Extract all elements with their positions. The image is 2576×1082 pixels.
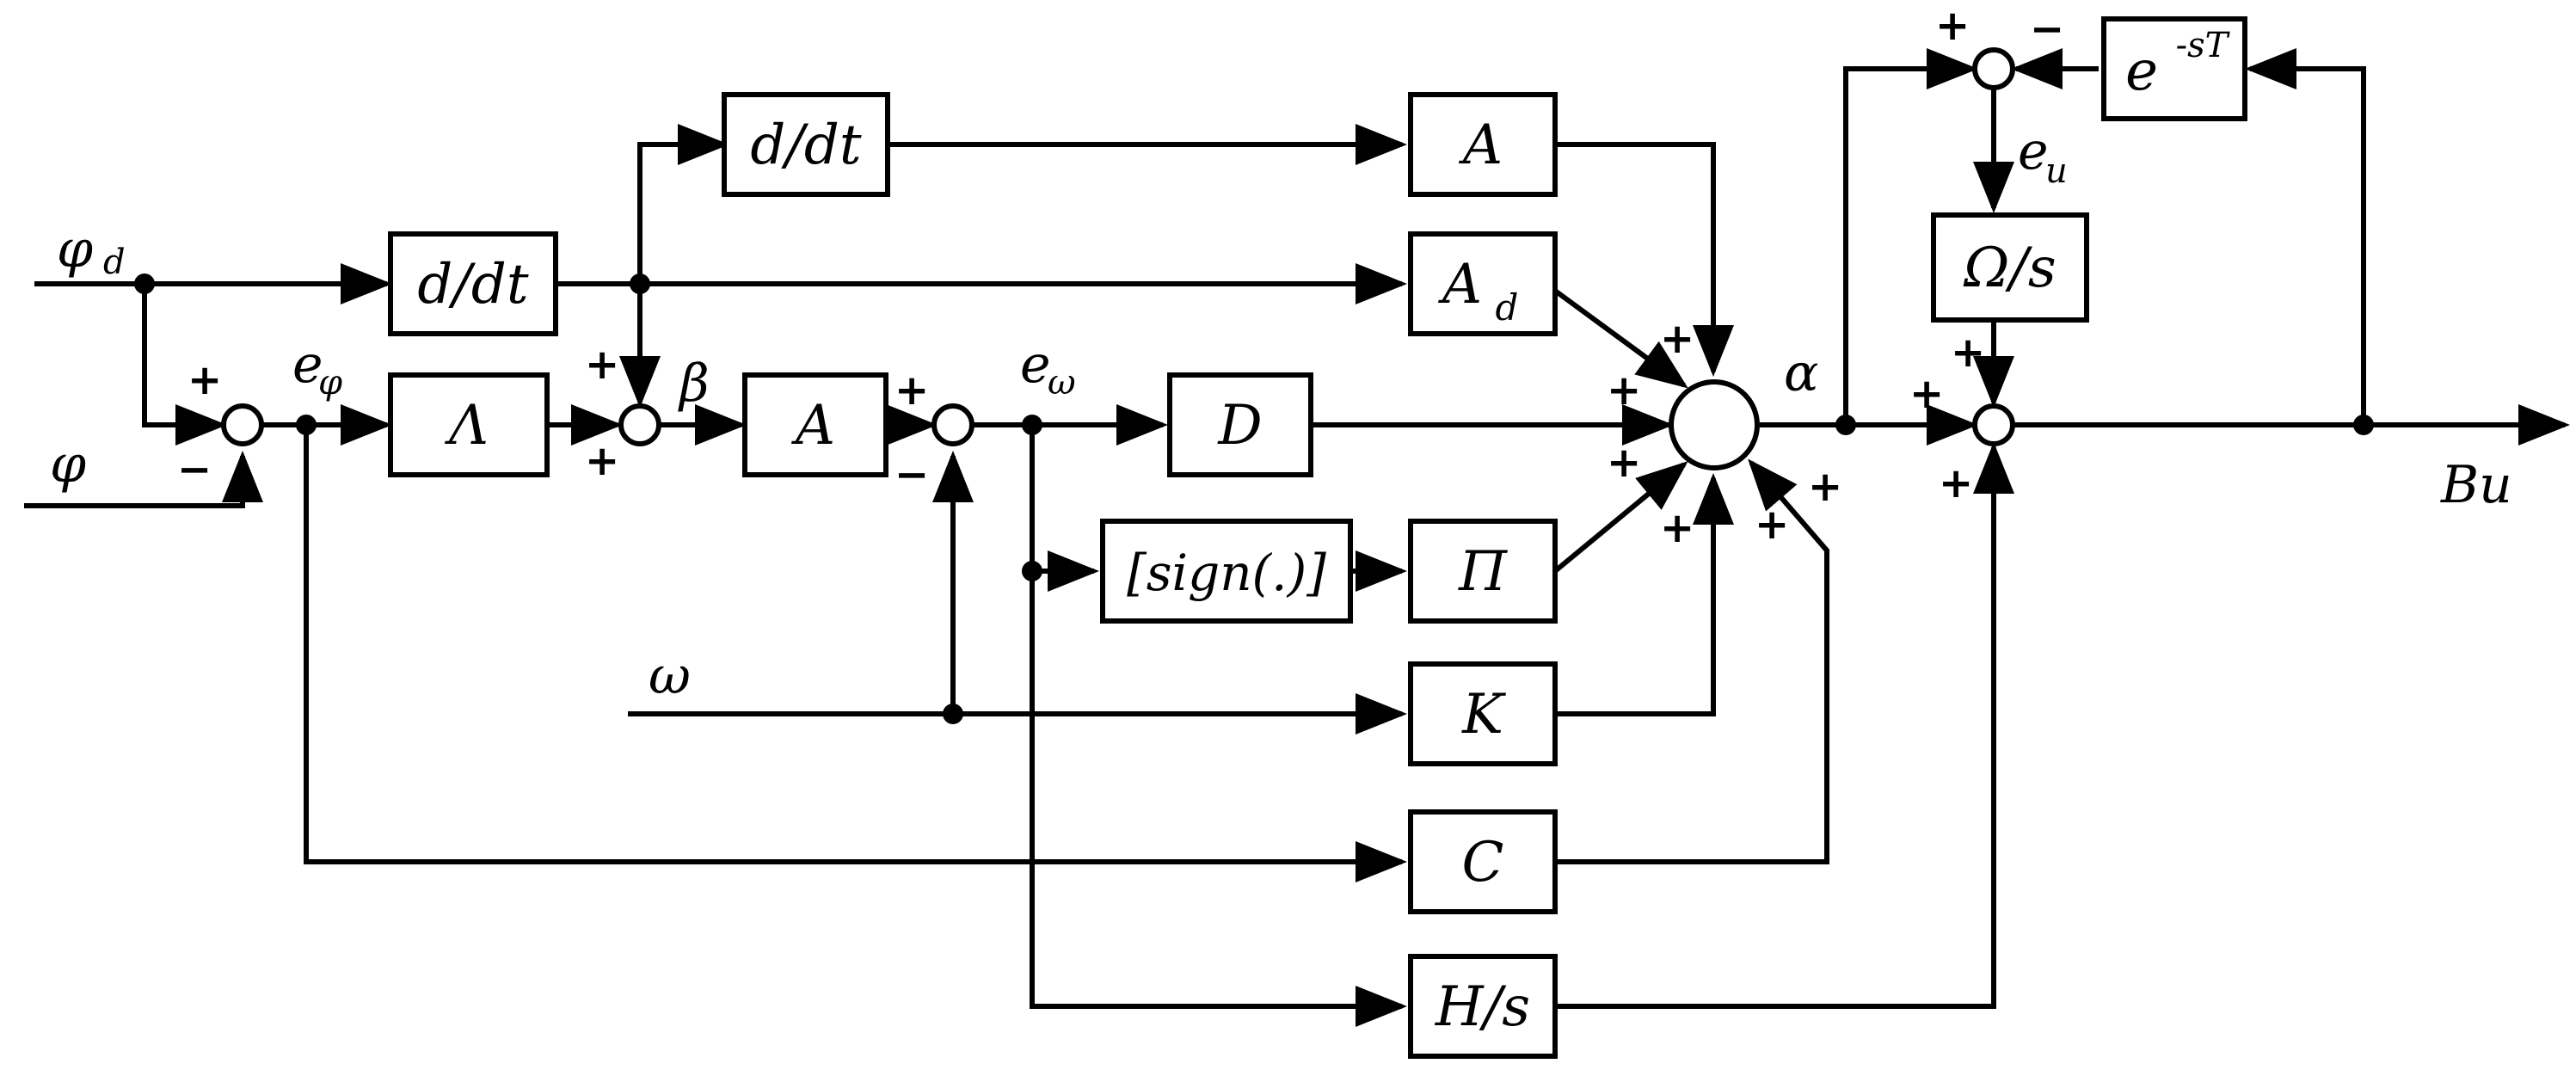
junction-phi-d <box>134 274 155 294</box>
junction-e-omega <box>1022 415 1042 435</box>
sign-sum1-plus: + <box>188 356 222 404</box>
phi-to-sum1-line <box>24 451 263 508</box>
label-alpha: α <box>1784 343 1819 403</box>
junction-omega <box>943 704 963 724</box>
signal-labels: φ d φ e φ β e ω ω α e u Bu <box>50 121 2512 706</box>
block-lambda-label: Λ <box>445 394 489 458</box>
sign-sum4-plus-top: + <box>1951 329 1985 377</box>
summing-junctions <box>221 47 2015 470</box>
sign-bigsum-plus-ad: + <box>1660 315 1694 363</box>
sign-sum2-plus-bottom: + <box>585 437 619 485</box>
label-e-phi-subscript: φ <box>318 363 342 403</box>
block-pi: Π <box>1408 519 1558 624</box>
junction-e-omega-sign <box>1022 561 1042 581</box>
sum-junction-error-u <box>1972 47 2015 90</box>
block-pi-label: Π <box>1458 540 1508 604</box>
label-e-omega: e <box>1020 335 1051 395</box>
label-phi: φ <box>50 434 86 495</box>
block-delay-base: e <box>2125 40 2158 103</box>
block-ad: A d <box>1408 231 1558 336</box>
block-ddt-top-label: d/dt <box>750 114 862 177</box>
block-d-label: D <box>1217 394 1262 458</box>
block-ad-label: A <box>1438 253 1482 317</box>
sign-sum1-minus: − <box>177 446 212 494</box>
ephi-to-c-line <box>304 425 1407 882</box>
ad-to-bigsum-line <box>1553 288 1688 389</box>
block-hs-label: H/s <box>1435 975 1530 1039</box>
block-ddt-top: d/dt <box>722 92 890 197</box>
sign-bigsum-plus-k2: + <box>1755 501 1789 549</box>
sign-bigsum-plus-pi: + <box>1607 439 1641 487</box>
label-phi-d: φ <box>57 219 93 280</box>
hs-to-sum4-line <box>1555 442 2014 1009</box>
label-e-phi: e <box>292 335 323 395</box>
phi-d-to-sum1-line <box>142 284 227 446</box>
label-e-u-subscript: u <box>2045 151 2068 191</box>
sum-junction-beta <box>618 403 661 446</box>
block-lambda: Λ <box>388 372 550 477</box>
sign-sum4-plus-left: + <box>1909 370 1944 418</box>
junction-ddt <box>630 274 650 294</box>
block-ad-subscript: d <box>1496 286 1519 329</box>
a-to-bigsum-line <box>1555 142 1734 377</box>
block-hs: H/s <box>1408 954 1558 1059</box>
block-delay-exponent: -sT <box>2176 26 2231 65</box>
label-phi-d-subscript: d <box>103 243 126 282</box>
block-a-top-label: A <box>1459 114 1503 177</box>
block-a-mid-label: A <box>791 394 835 458</box>
block-sign: [sign(.)] <box>1100 519 1353 624</box>
block-omega-s: Ω/s <box>1931 212 2089 323</box>
sign-bigsum-plus-d: + <box>1607 366 1641 415</box>
sign-bigsum-plus-k: + <box>1660 504 1694 552</box>
block-a-mid: A <box>742 372 888 477</box>
sign-sum3-minus: − <box>895 451 929 499</box>
junction-dots <box>134 274 2374 724</box>
ddt-to-ddt-top-line <box>637 124 729 284</box>
block-d: D <box>1167 372 1313 477</box>
block-k-label: K <box>1461 683 1506 747</box>
label-bu: Bu <box>2440 455 2512 515</box>
label-e-omega-subscript: ω <box>1048 363 1076 403</box>
pi-to-bigsum-line <box>1553 461 1688 574</box>
sign-bigsum-plus-c: + <box>1808 463 1842 511</box>
alpha-to-sum5-line <box>1843 48 1978 425</box>
block-c: C <box>1408 809 1558 914</box>
block-sign-label: [sign(.)] <box>1127 544 1326 602</box>
sign-marks: + − + + + − + + + + + + + + + + − <box>177 2 2064 552</box>
output-to-delay-line <box>2245 48 2366 425</box>
junction-alpha <box>1835 415 1856 435</box>
sign-sum2-plus-top: + <box>585 341 619 389</box>
block-ddt-mid-label: d/dt <box>417 253 529 317</box>
c-to-bigsum-line <box>1555 458 1829 864</box>
signal-lines <box>24 48 2570 1027</box>
k-to-bigsum-line <box>1555 473 1734 716</box>
sign-sum4-plus-bottom: + <box>1939 459 1973 507</box>
sum-junction-error-omega <box>931 403 974 446</box>
sign-sum3-plus: + <box>895 366 929 415</box>
label-beta: β <box>678 353 710 414</box>
sum-junction-alpha <box>1669 379 1760 470</box>
label-omega: ω <box>649 646 691 706</box>
eomega-to-hs-line <box>1030 425 1407 1027</box>
block-delay: e -sT <box>2101 16 2247 121</box>
sum-junction-output <box>1972 403 2015 446</box>
junction-e-phi <box>296 415 317 435</box>
junction-output <box>2353 415 2374 435</box>
block-k: K <box>1408 661 1558 766</box>
block-omega-s-label: Ω/s <box>1963 237 2056 300</box>
block-c-label: C <box>1462 831 1504 894</box>
sign-sum5-minus: − <box>2030 5 2064 53</box>
sign-sum5-plus: + <box>1935 2 1970 50</box>
block-a-top: A <box>1408 92 1558 197</box>
label-e-u: e <box>2018 121 2049 181</box>
block-ddt-mid: d/dt <box>388 231 558 336</box>
sum-junction-error-phi <box>221 403 264 446</box>
